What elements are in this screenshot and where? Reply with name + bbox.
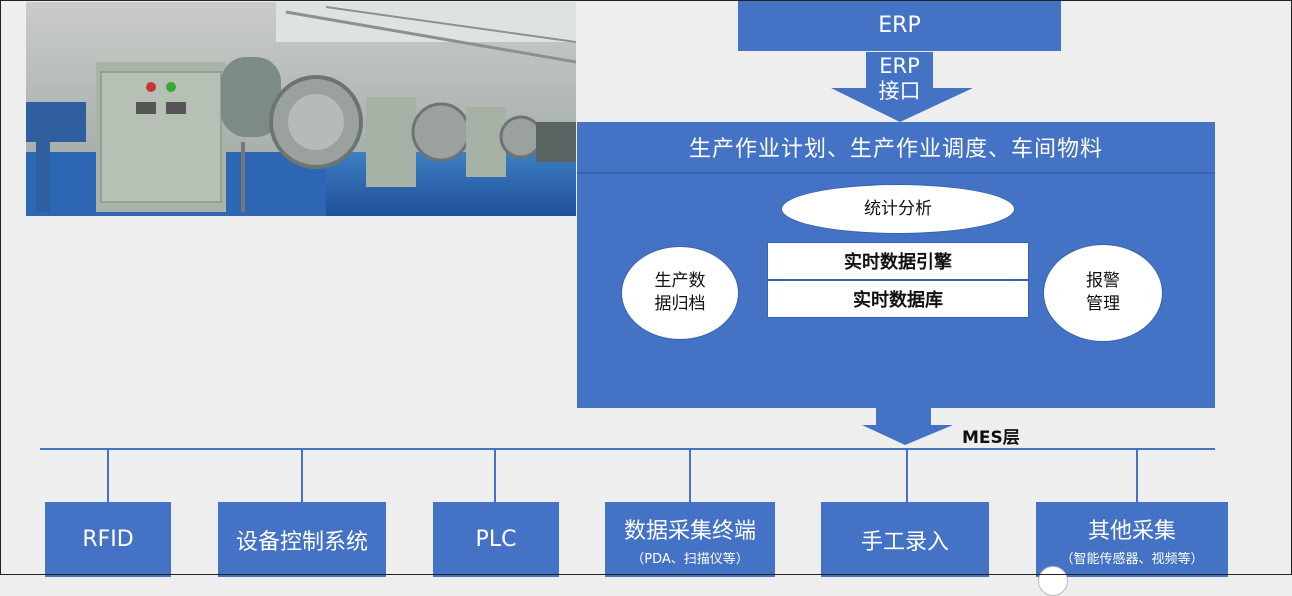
device-box-other: 其他采集 （智能传感器、视频等）: [1036, 502, 1228, 577]
device-label: PLC: [475, 527, 517, 552]
realtime-engine-node: 实时数据引擎: [767, 242, 1029, 280]
erp-interface-line1: ERP: [879, 54, 920, 78]
mes-title: 生产作业计划、生产作业调度、车间物料: [688, 137, 1103, 162]
device-box-control-system: 设备控制系统: [218, 502, 386, 577]
device-sublabel: （PDA、扫描仪等）: [631, 551, 749, 567]
archive-line2: 据归档: [654, 294, 706, 314]
device-label: 设备控制系统: [235, 529, 368, 555]
mes-box: 生产作业计划、生产作业调度、车间物料 统计分析 生产数 据归档 实时数据引擎 实…: [577, 122, 1215, 408]
erp-interface-arrow: [831, 52, 973, 122]
erp-interface-label: ERP 接口: [866, 54, 933, 104]
archive-line1: 生产数: [654, 271, 706, 292]
device-label: 手工录入: [860, 529, 949, 555]
floating-bubble[interactable]: [1038, 566, 1068, 596]
device-label: RFID: [82, 527, 134, 552]
realtime-db-node: 实时数据库: [767, 280, 1029, 318]
mes-layer-label: MES层: [962, 428, 1020, 448]
factory-photo: [26, 2, 576, 216]
alarm-line1: 报警: [1086, 271, 1120, 292]
device-box-terminal: 数据采集终端 （PDA、扫描仪等）: [605, 502, 775, 577]
erp-interface-line2: 接口: [878, 79, 921, 104]
mes-divider: [577, 172, 1215, 174]
device-box-manual-entry: 手工录入: [821, 502, 989, 577]
device-sublabel: （智能传感器、视频等）: [1060, 551, 1204, 567]
mes-down-arrow: [862, 408, 953, 445]
alarm-node: 报警 管理: [1043, 244, 1163, 342]
erp-label: ERP: [878, 13, 921, 38]
connector-graphics: [40, 52, 1215, 502]
erp-box: ERP: [738, 0, 1061, 51]
data-archive-node: 生产数 据归档: [621, 246, 739, 340]
device-label: 数据采集终端: [623, 518, 756, 544]
factory-photo-image: [26, 2, 576, 216]
device-box-rfid: RFID: [45, 502, 171, 577]
device-box-plc: PLC: [433, 502, 559, 577]
stat-analysis-node: 统计分析: [781, 184, 1015, 234]
device-label: 其他采集: [1087, 518, 1176, 544]
alarm-line2: 管理: [1086, 294, 1120, 314]
